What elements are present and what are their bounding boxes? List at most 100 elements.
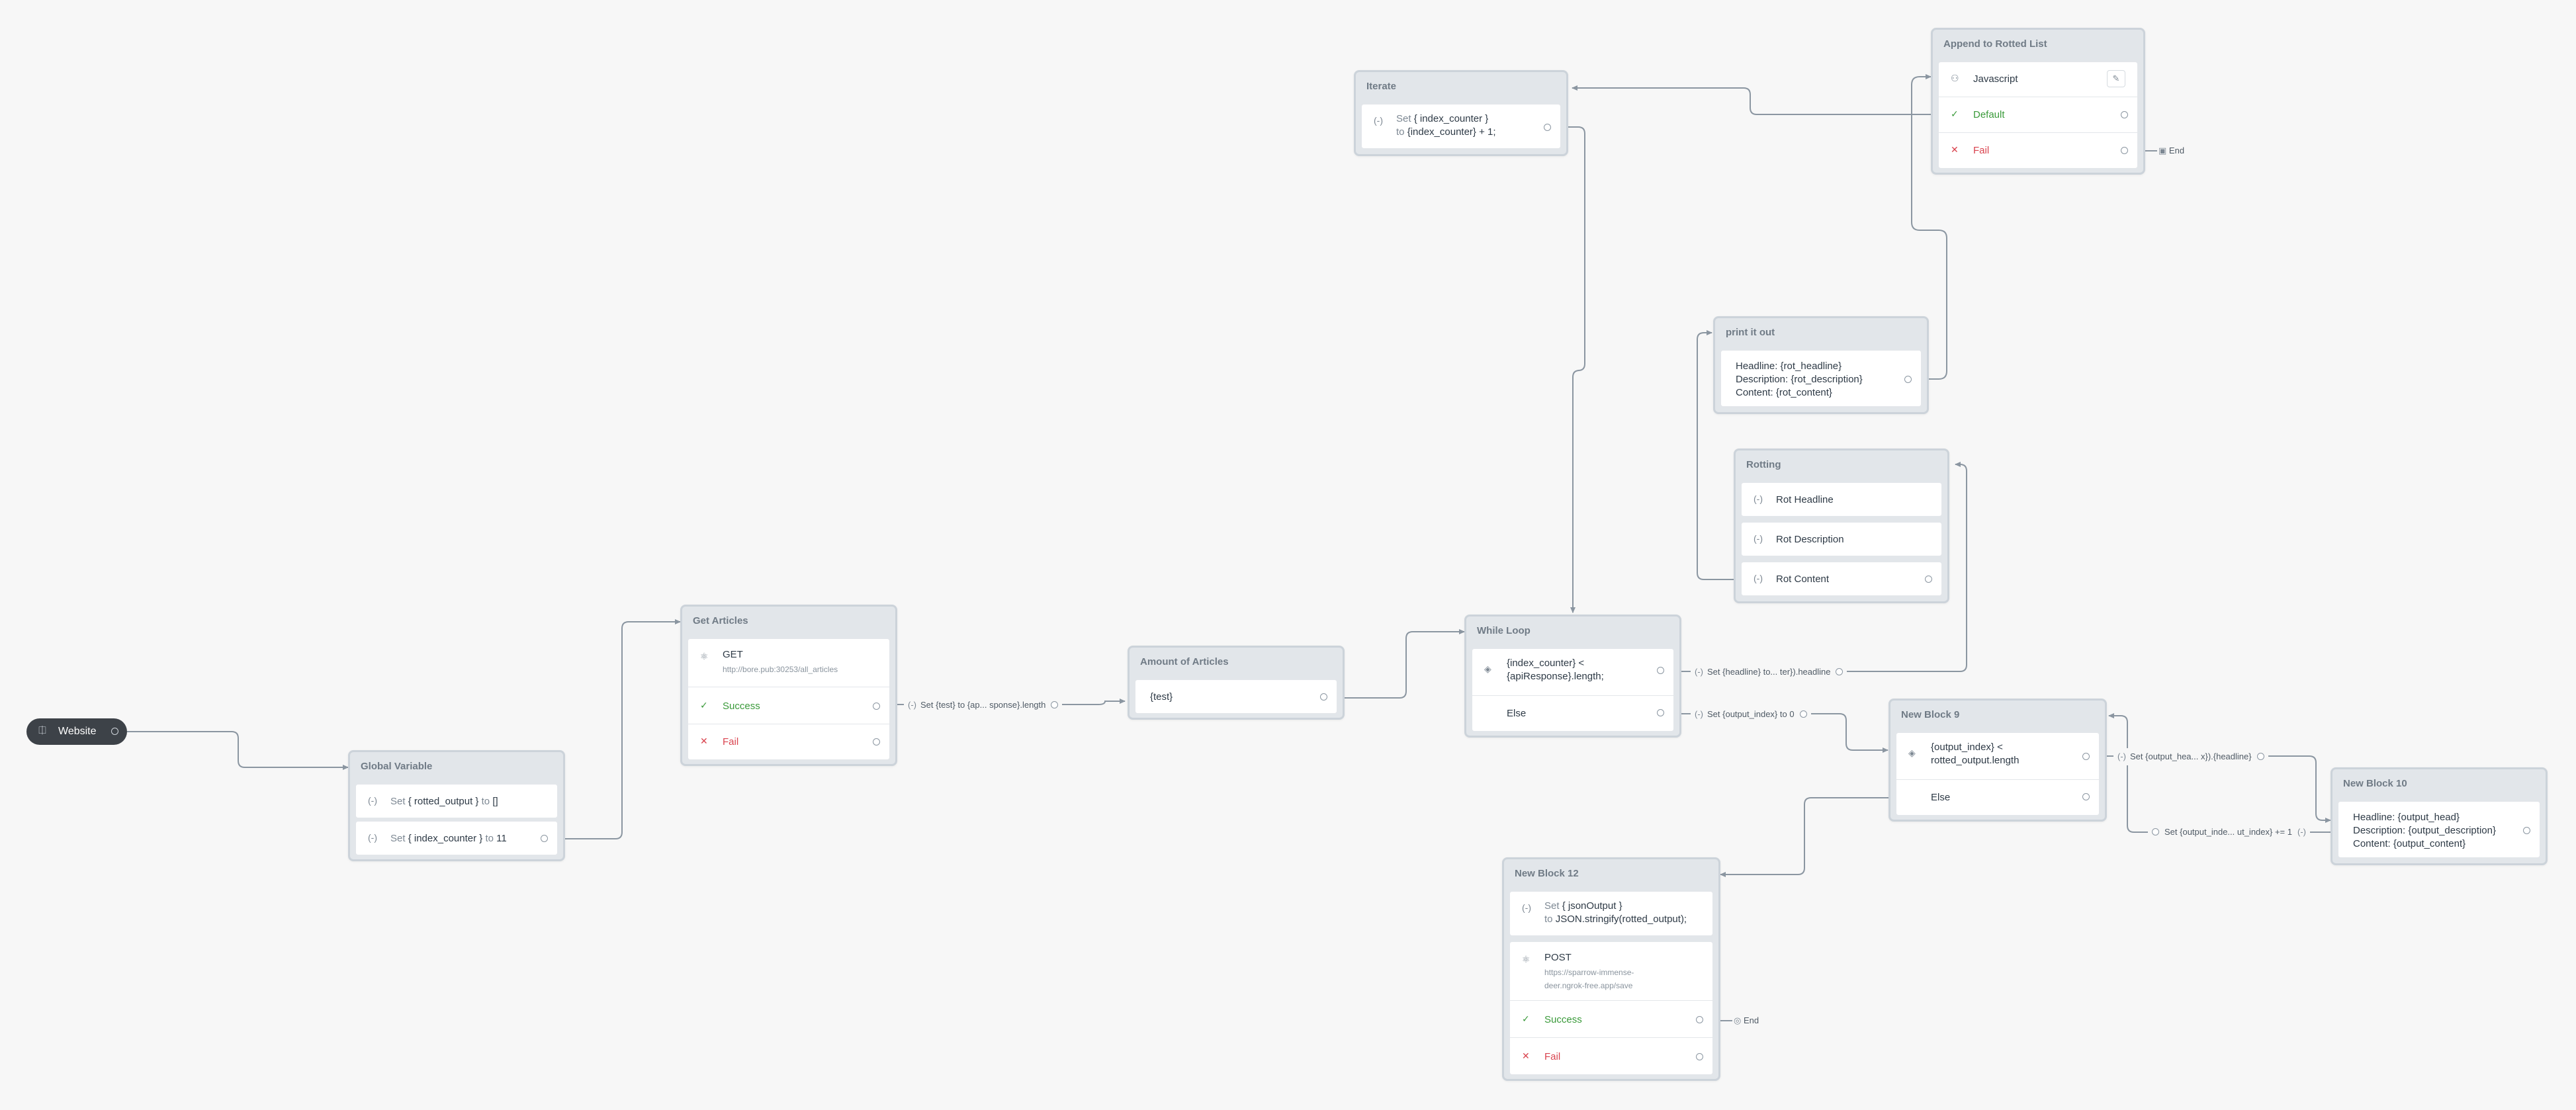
- block-get-articles[interactable]: Get Articles ⚛ GET http://bore.pub:30253…: [680, 605, 897, 766]
- block-new-block-10[interactable]: New Block 10 Headline: {output_head} Des…: [2331, 767, 2548, 865]
- edge-label-text: Set {output_index} to 0: [1707, 709, 1795, 719]
- fail-output-handle[interactable]: [873, 738, 880, 746]
- condition-icon: ◈: [1908, 747, 1916, 758]
- loop-condition-row[interactable]: ◈ {index_counter} < {apiResponse}.length…: [1472, 648, 1674, 732]
- output-handle[interactable]: [1904, 376, 1912, 383]
- start-node-website[interactable]: ⎅ Website: [26, 718, 127, 745]
- block-while-loop[interactable]: While Loop ◈ {index_counter} < {apiRespo…: [1464, 615, 1681, 738]
- fail-output-handle[interactable]: [2121, 147, 2128, 154]
- edge-amount-to-loop: [1342, 629, 1465, 699]
- edge-label-block9-to-block10[interactable]: (-)Set {output_hea... x}).{headline}: [2113, 748, 2268, 765]
- block-append-to-rotted-list[interactable]: Append to Rotted List ⚇ Javascript ✎ ✓ D…: [1931, 28, 2145, 175]
- output-handle[interactable]: [2523, 827, 2530, 834]
- block-rotting[interactable]: Rotting (-) Rot Headline (-) Rot Descrip…: [1734, 448, 1949, 603]
- variable-icon: (-): [1695, 667, 1703, 677]
- check-icon: ✓: [1522, 1013, 1530, 1024]
- variable-value: JSON.stringify(rotted_output);: [1555, 914, 1687, 925]
- rot-content-row[interactable]: (-) Rot Content: [1741, 562, 1942, 596]
- output-line-content: Content: {output_content}: [2353, 838, 2466, 849]
- edge-iterate-to-loop: [1565, 126, 1585, 613]
- else-output-handle[interactable]: [2082, 793, 2090, 800]
- block-global-variable[interactable]: Global Variable (-) Set { rotted_output …: [348, 750, 565, 861]
- edge-handle[interactable]: [1051, 701, 1059, 709]
- set-keyword: Set: [390, 796, 406, 807]
- edge-handle[interactable]: [1836, 668, 1843, 676]
- variable-value: 11: [496, 833, 507, 844]
- amount-row[interactable]: {test}: [1135, 679, 1337, 714]
- block9-condition-row[interactable]: ◈ {output_index} < rotted_output.length …: [1896, 732, 2100, 816]
- end-label: End: [1743, 1015, 1759, 1025]
- block-new-block-9[interactable]: New Block 9 ◈ {output_index} < rotted_ou…: [1888, 699, 2107, 822]
- edge-block10-to-block9: [2108, 713, 2331, 833]
- block-title: Append to Rotted List: [1943, 38, 2047, 50]
- edge-block9-else-to-block12: [1720, 797, 1891, 877]
- loop-condition: {index_counter} < {apiResponse}.length;: [1507, 658, 1604, 682]
- http-request-row[interactable]: ⚛ GET http://bore.pub:30253/all_articles…: [688, 638, 890, 760]
- edge-loop-to-rotting: [1681, 462, 1967, 672]
- variable-icon: (-): [1754, 493, 1763, 504]
- set-index-counter-row[interactable]: (-) Set { index_counter } to 11: [355, 821, 558, 855]
- output-handle[interactable]: [1544, 124, 1551, 131]
- close-icon: ✕: [1951, 144, 1959, 155]
- edge-global-to-articles: [562, 619, 681, 839]
- edge-label-block10-back[interactable]: Set {output_inde... ut_index} += 1(-): [2148, 824, 2310, 841]
- block-print-it-out[interactable]: print it out Headline: {rot_headline} De…: [1713, 316, 1929, 414]
- start-output-handle[interactable]: [111, 728, 118, 735]
- block-amount-of-articles[interactable]: Amount of Articles {test}: [1128, 646, 1345, 720]
- javascript-row[interactable]: ⚇ Javascript ✎ ✓ Default ✕ Fail: [1938, 62, 2138, 169]
- output-handle[interactable]: [541, 835, 548, 842]
- edge-label-else-to-block9[interactable]: (-) Set {output_index} to 0: [1691, 706, 1811, 723]
- edge-handle[interactable]: [1799, 710, 1807, 718]
- edge-handle[interactable]: [2256, 753, 2264, 761]
- edge-block9-to-block10: [2104, 755, 2331, 823]
- check-icon: ✓: [1951, 108, 1959, 119]
- output-line-headline: Headline: {output_head}: [2353, 812, 2460, 823]
- variable-icon: (-): [2117, 751, 2126, 761]
- output-handle[interactable]: [1925, 576, 1932, 583]
- edge-print-to-append: [1911, 74, 1947, 380]
- rot-description-row[interactable]: (-) Rot Description: [1741, 522, 1942, 556]
- default-output-handle[interactable]: [2121, 111, 2128, 118]
- end-icon: ◎: [1734, 1015, 1742, 1025]
- post-request-row[interactable]: ⚛ POST https://sparrow-immense-deer.ngro…: [1509, 941, 1713, 1075]
- variable-icon: (-): [368, 795, 377, 806]
- true-output-handle[interactable]: [1657, 667, 1664, 674]
- set-rotted-output-row[interactable]: (-) Set { rotted_output } to []: [355, 784, 558, 818]
- success-branch-label: Success: [1544, 1014, 1582, 1025]
- request-url: https://sparrow-immense-deer.ngrok-free.…: [1544, 968, 1634, 990]
- success-output-handle[interactable]: [1696, 1016, 1703, 1023]
- edge-label-loop-to-rotting[interactable]: (-)Set {headline} to... ter}).headline: [1691, 663, 1847, 681]
- start-node-label: Website: [58, 726, 97, 737]
- json-output-row[interactable]: (-) Set { jsonOutput } to JSON.stringify…: [1509, 891, 1713, 936]
- block-title: Get Articles: [693, 615, 748, 626]
- variable-icon: (-): [1695, 709, 1703, 719]
- set-keyword: Set: [1396, 113, 1411, 124]
- output-handle[interactable]: [1320, 693, 1327, 701]
- print-text-row[interactable]: Headline: {rot_headline} Description: {r…: [1720, 350, 1922, 407]
- edge-rotting-to-print: [1697, 330, 1737, 580]
- true-output-handle[interactable]: [2082, 753, 2090, 760]
- http-method: POST: [1544, 952, 1572, 963]
- block-title: New Block 10: [2343, 778, 2407, 789]
- fail-output-handle[interactable]: [1696, 1053, 1703, 1060]
- rot-headline-label: Rot Headline: [1776, 494, 1834, 505]
- success-output-handle[interactable]: [873, 703, 880, 710]
- edge-label-articles-to-amount[interactable]: (-)Set {test} to {ap... sponse}.length: [904, 697, 1063, 714]
- block10-text-row[interactable]: Headline: {output_head} Description: {ou…: [2338, 801, 2540, 858]
- iterate-set-row[interactable]: (-) Set { index_counter } to {index_coun…: [1361, 104, 1561, 149]
- edit-code-button[interactable]: ✎: [2107, 70, 2125, 87]
- block-new-block-12[interactable]: New Block 12 (-) Set { jsonOutput } to J…: [1502, 857, 1720, 1081]
- variable-icon: (-): [1754, 533, 1763, 544]
- block-iterate[interactable]: Iterate (-) Set { index_counter } to {in…: [1354, 70, 1568, 156]
- variable-name: { index_counter }: [408, 833, 483, 844]
- close-icon: ✕: [1522, 1050, 1530, 1061]
- rot-headline-row[interactable]: (-) Rot Headline: [1741, 482, 1942, 517]
- else-output-handle[interactable]: [1657, 709, 1664, 716]
- block-title: New Block 9: [1901, 709, 1960, 720]
- set-keyword: Set: [390, 833, 406, 844]
- variable-name: { index_counter }: [1413, 113, 1489, 124]
- block-title: New Block 12: [1515, 868, 1579, 879]
- edge-handle[interactable]: [2152, 828, 2159, 836]
- request-url: http://bore.pub:30253/all_articles: [723, 665, 838, 674]
